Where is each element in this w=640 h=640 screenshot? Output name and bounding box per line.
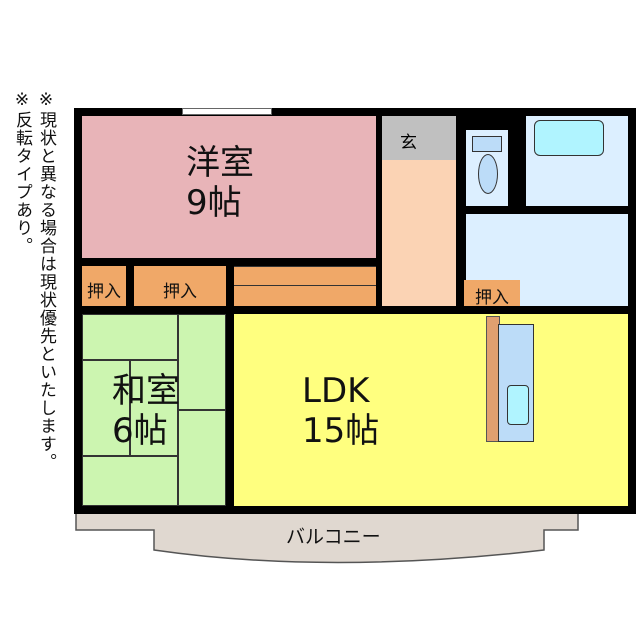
- tatami: [130, 360, 178, 456]
- closet-1: [82, 266, 126, 306]
- tatami: [178, 314, 226, 410]
- hallway: [382, 160, 456, 306]
- entrance: [382, 116, 456, 160]
- tatami: [82, 360, 130, 456]
- japanese-room-name: 和室: [112, 371, 180, 411]
- closet-2: [134, 266, 226, 306]
- balcony: [75, 506, 579, 564]
- ldk-name: LDK: [302, 371, 370, 411]
- western-room: [82, 116, 376, 258]
- note-reversed-type: ※反転タイプあり。: [12, 90, 32, 255]
- balcony-label: バルコニー: [286, 526, 381, 548]
- bathroom: [526, 116, 628, 206]
- kitchen-unit: [498, 324, 534, 442]
- western-window: [182, 108, 272, 115]
- tatami: [82, 314, 178, 360]
- western-room-size: 9帖: [186, 183, 242, 223]
- toilet: [466, 130, 508, 206]
- closet-2-label: 押入: [163, 282, 197, 302]
- ldk-size: 15帖: [302, 411, 380, 451]
- closet-3: [464, 280, 520, 306]
- japanese-room-size: 6帖: [112, 411, 168, 451]
- closet-3-label: 押入: [475, 288, 509, 308]
- tatami: [82, 456, 178, 506]
- wardrobe: [234, 266, 376, 306]
- closet-1-label: 押入: [87, 282, 121, 302]
- entrance-label: 玄: [400, 133, 417, 153]
- tatami: [178, 410, 226, 506]
- note-current-priority: ※現状と異なる場合は現状優先といたします。: [36, 90, 56, 471]
- western-room-name: 洋室: [186, 143, 254, 183]
- ldk-room: [234, 314, 628, 506]
